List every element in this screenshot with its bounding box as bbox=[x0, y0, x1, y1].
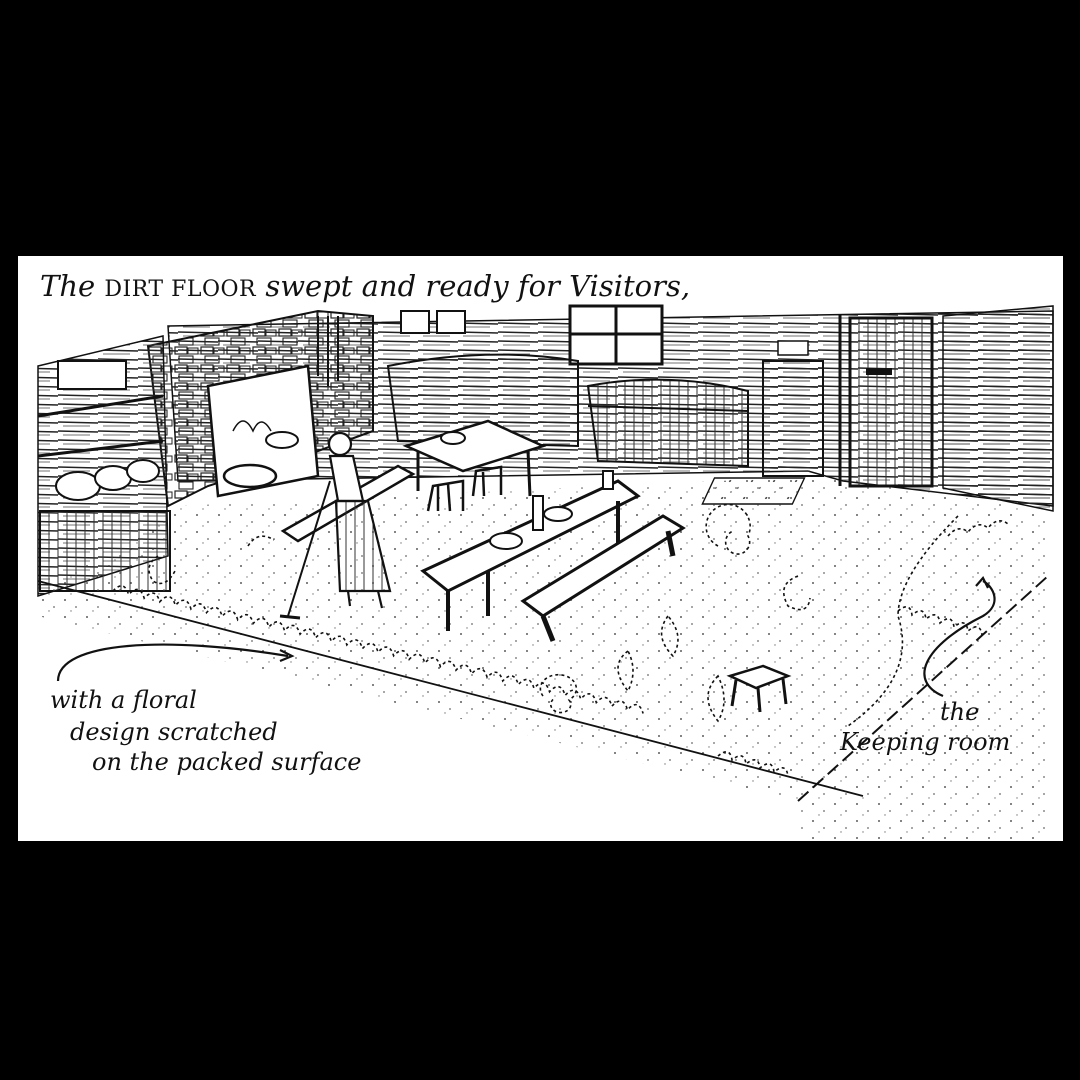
chairs bbox=[426, 465, 503, 512]
dirt-floor bbox=[38, 476, 1048, 841]
floor-edge bbox=[37, 580, 864, 797]
small-table bbox=[402, 419, 547, 497]
left-caption-line-3: on the packed surface bbox=[92, 748, 362, 776]
illustration-panel: The DIRT FLOOR swept and ready for Visit… bbox=[18, 256, 1063, 841]
left-arrow bbox=[56, 643, 289, 682]
long-table bbox=[420, 470, 641, 631]
title-lead: The bbox=[40, 269, 96, 303]
left-caption-line-2: design scratched bbox=[70, 718, 278, 746]
room-boundary bbox=[797, 575, 1049, 802]
cupboard bbox=[762, 340, 824, 477]
left-caption-line-1: with a floral bbox=[50, 686, 197, 714]
pantry-shelves bbox=[37, 335, 171, 598]
right-caption-line-1: the bbox=[940, 698, 980, 726]
right-caption-line-2: Keeping room bbox=[840, 728, 1011, 756]
title-rest: swept and ready for Visitors, bbox=[265, 269, 691, 303]
bed-and-chest bbox=[386, 353, 749, 468]
caption-arrows bbox=[56, 576, 996, 698]
title-caption: The DIRT FLOOR swept and ready for Visit… bbox=[40, 272, 690, 301]
hearth bbox=[146, 309, 374, 508]
floor-design bbox=[112, 503, 1009, 777]
title-caps: DIRT FLOOR bbox=[104, 277, 257, 302]
keeping-room-sketch bbox=[37, 304, 1054, 841]
bench bbox=[520, 514, 686, 642]
door bbox=[848, 316, 934, 488]
right-arrow bbox=[923, 580, 996, 698]
woman-sweeping bbox=[279, 431, 392, 620]
footstool bbox=[726, 664, 792, 713]
